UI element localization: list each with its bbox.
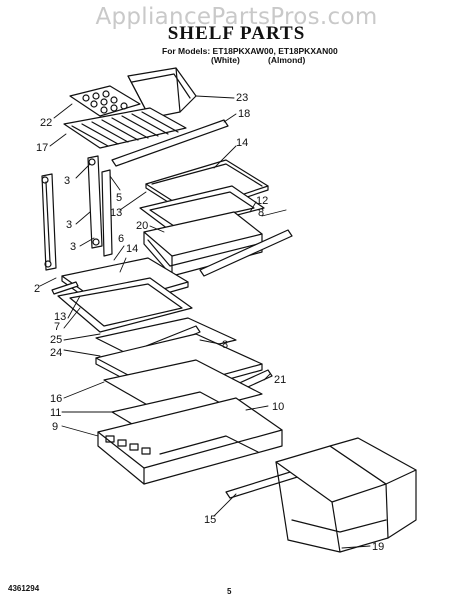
callout-11: 11 — [50, 407, 61, 419]
callout-9: 9 — [52, 421, 58, 433]
part-crisper-base-frame — [97, 397, 283, 485]
part-wire-shelf — [63, 107, 187, 149]
watermark: AppliancePartsPros.com — [95, 4, 378, 30]
callout-14b: 14 — [126, 243, 138, 255]
callout-25: 25 — [50, 334, 62, 346]
variant-white: (White) — [211, 55, 240, 65]
variant-almond: (Almond) — [268, 55, 306, 65]
callout-19: 19 — [372, 541, 384, 553]
part-egg-tray — [69, 85, 141, 117]
callout-labels: 23 22 18 17 14 3 5 13 12 8 20 3 6 14 3 2… — [34, 92, 384, 553]
callout-18: 18 — [238, 108, 250, 120]
part-crisper-cover-frame — [139, 185, 265, 233]
callout-6: 6 — [118, 233, 124, 245]
part-crisper-drawers — [275, 437, 417, 553]
part-shelf-trim-18 — [111, 119, 229, 167]
part-deli-drawer — [127, 67, 197, 119]
callout-13b: 13 — [54, 311, 66, 323]
callout-20: 20 — [136, 220, 148, 232]
part-shelf-frame-7 — [51, 277, 193, 333]
callout-10: 10 — [272, 401, 284, 413]
models-line: For Models: ET18PKXAW00, ET18PKXAN00 — [162, 46, 338, 56]
doc-number: 4361294 — [8, 584, 40, 593]
callout-14: 14 — [236, 137, 248, 149]
callout-8: 8 — [258, 207, 264, 219]
callout-5: 5 — [116, 192, 122, 204]
callout-24: 24 — [50, 347, 62, 359]
page-title: SHELF PARTS — [167, 23, 306, 44]
callout-23: 23 — [236, 92, 248, 104]
callout-21: 21 — [274, 374, 286, 386]
callout-16: 16 — [50, 393, 62, 405]
callout-13: 13 — [110, 207, 122, 219]
callout-3: 3 — [64, 175, 70, 187]
callout-3b: 3 — [66, 219, 72, 231]
callout-12: 12 — [256, 195, 268, 207]
callout-8b: 8 — [222, 339, 228, 351]
callout-2: 2 — [34, 283, 40, 295]
part-shelf-brackets — [41, 155, 113, 271]
page-number: 5 — [227, 587, 232, 596]
callout-17: 17 — [36, 142, 48, 154]
callout-22: 22 — [40, 117, 52, 129]
leader-lines — [39, 95, 371, 549]
callout-3c: 3 — [70, 241, 76, 253]
callout-15: 15 — [204, 514, 216, 526]
part-trim-rod-8a — [199, 229, 293, 277]
callout-7: 7 — [54, 321, 60, 333]
